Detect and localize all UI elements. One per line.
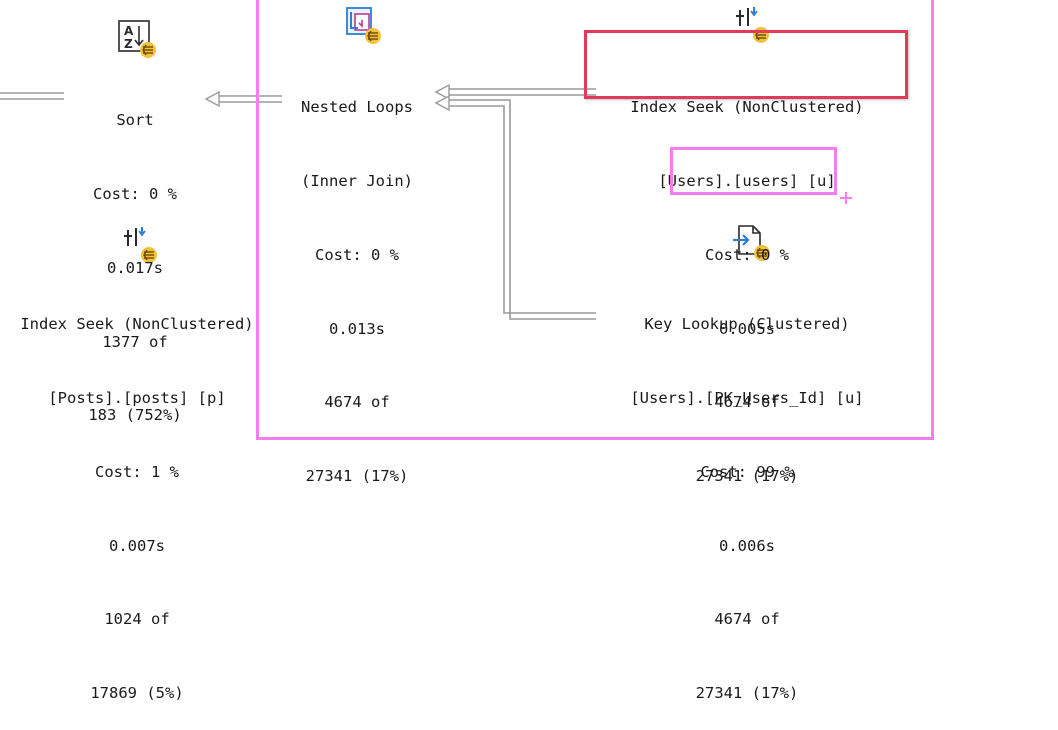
plan-node-index-seek-users[interactable]: Index Seek (NonClustered) [Users].[users…: [596, 46, 898, 513]
plan-node-key-lookup[interactable]: Key Lookup (Clustered) [Users].[PK_Users…: [596, 263, 898, 730]
node-rows-estimated: 27341 (17%): [695, 684, 799, 703]
index-seek-icon[interactable]: [734, 4, 774, 44]
svg-text:A: A: [124, 24, 134, 38]
index-seek-icon[interactable]: [122, 224, 162, 264]
node-subtitle: (Inner Join): [301, 171, 413, 190]
node-rows-estimated: 183 (752%): [88, 406, 182, 425]
node-cost: Cost: 0 %: [705, 245, 789, 264]
node-name: Nested Loops: [301, 98, 413, 117]
node-cost: Cost: 0 %: [93, 184, 177, 203]
crosshair-cursor-icon: [840, 192, 852, 204]
arrow-sort-to-parent: [0, 92, 64, 100]
node-object: [Users].[users] [u]: [658, 171, 836, 190]
node-object: [Users].[PK_Users_Id] [u]: [630, 388, 864, 407]
node-rows-estimated: 27341 (17%): [305, 467, 409, 486]
arrow-key-lookup-to-nested-loops: [434, 94, 596, 320]
arrow-index-seek-to-nested-loops: [434, 83, 596, 101]
node-time: 0.006s: [719, 536, 775, 555]
node-name: Index Seek (NonClustered): [630, 98, 864, 117]
node-rows-actual: 4674 of: [714, 393, 780, 412]
node-rows-estimated: 17869 (5%): [90, 684, 184, 703]
key-lookup-icon[interactable]: [731, 222, 771, 262]
plan-node-sort[interactable]: Sort Cost: 0 % 0.017s 1377 of 183 (752%): [55, 59, 215, 453]
plan-node-index-seek-posts[interactable]: Index Seek (NonClustered) [Posts].[posts…: [0, 263, 282, 730]
node-name: Sort: [116, 111, 154, 130]
node-rows-actual: 4674 of: [324, 393, 390, 412]
plan-connectors: [0, 83, 596, 320]
node-time: 0.007s: [109, 536, 165, 555]
arrow-nested-loops-to-sort: [204, 90, 282, 108]
node-rows-estimated: 27341 (17%): [695, 467, 799, 486]
node-name: Key Lookup (Clustered): [644, 315, 850, 334]
node-time: 0.013s: [329, 319, 385, 338]
node-time: 0.005s: [719, 319, 775, 338]
svg-text:Z: Z: [124, 37, 133, 51]
plan-node-nested-loops[interactable]: Nested Loops (Inner Join) Cost: 0 % 0.01…: [272, 46, 442, 513]
sort-az-icon[interactable]: A Z: [117, 20, 157, 60]
node-rows-actual: 1377 of: [102, 332, 168, 351]
node-rows-actual: 4674 of: [714, 610, 780, 629]
node-rows-actual: 1024 of: [104, 610, 170, 629]
node-name: Index Seek (NonClustered): [20, 315, 254, 334]
node-cost: Cost: 99 %: [700, 462, 794, 481]
node-cost: Cost: 0 %: [315, 245, 399, 264]
node-object: [Posts].[posts] [p]: [48, 388, 226, 407]
node-time: 0.017s: [107, 258, 163, 277]
nested-loops-icon[interactable]: [342, 6, 382, 46]
node-cost: Cost: 1 %: [95, 462, 179, 481]
